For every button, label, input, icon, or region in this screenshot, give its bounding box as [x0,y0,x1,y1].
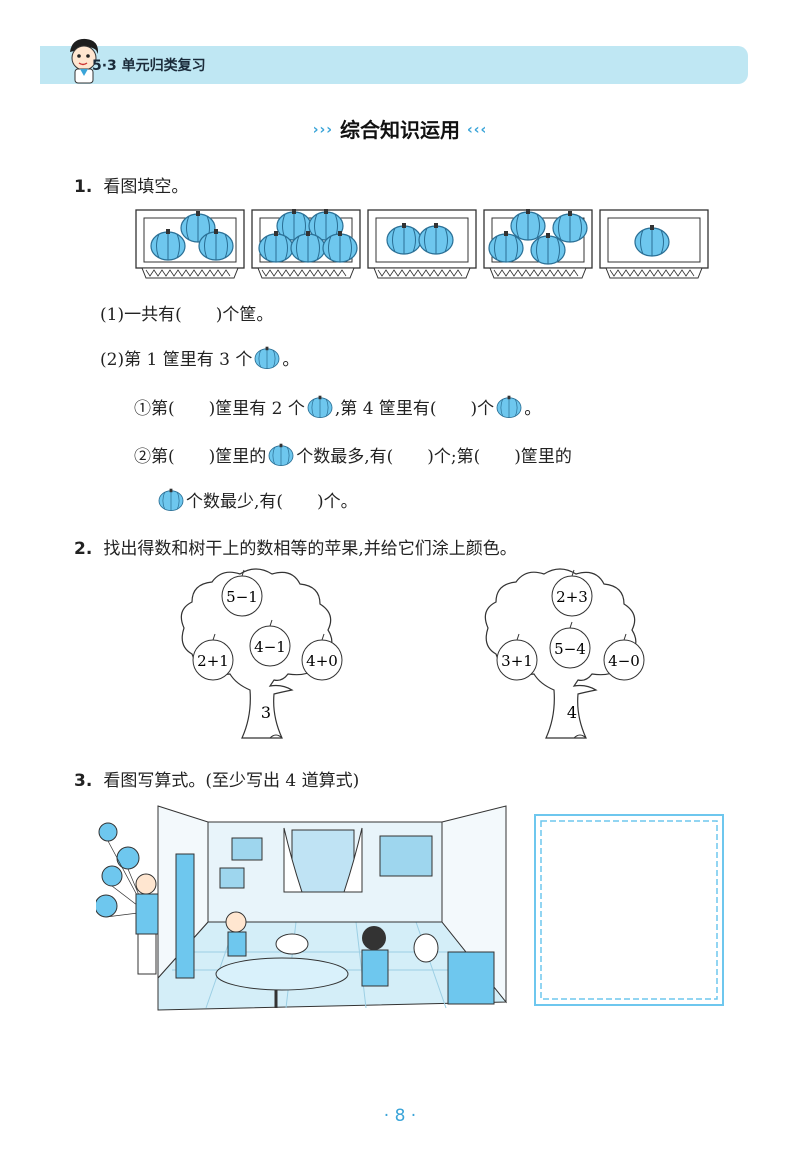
tree-2-apple-3: 3+1 [496,633,538,681]
q1-line-4: ②第( )筐里的 个数最多,有( )个;第( )筐里的 [134,442,572,467]
q1-line-1: (1)一共有( )个筐。 [100,305,274,325]
pumpkin-icon [158,488,184,512]
tree-1-apple-4-label: 4+0 [306,652,338,670]
tree-1-apple-1: 5−1 [221,569,263,617]
answer-box[interactable] [532,812,726,1008]
basket-5 [599,209,709,279]
tree-2-apple-3-label: 3+1 [501,652,533,670]
baskets-illustration [135,208,709,279]
header-band [40,46,748,84]
tree-2-apple-4: 4−0 [603,633,645,681]
pumpkin-icon [268,443,294,467]
section-title-text: 综合知识运用 [340,118,460,142]
apple-tree-2: 2+3 5−4 3+1 4−0 4 [484,568,645,739]
question-1-heading: 1. 看图填空。 [74,172,188,197]
basket-2 [251,208,361,279]
tree-1-apple-2-label: 4−1 [254,638,286,656]
pumpkin-icon [307,395,333,419]
apple-tree-1: 5−1 4−1 2+1 4+0 3 [180,568,343,739]
q1-line-4-text-a: ②第( )筐里的 [134,447,267,467]
q1-line-3: ①第( )筐里有 2 个 ,第 4 筐里有( )个 。 [134,394,541,419]
q1-line-3-text-c: 。 [524,399,542,419]
tree-2-apple-2: 5−4 [549,621,591,669]
header-title: 5·3 单元归类复习 [92,58,206,74]
q1-line-2-text-b: 。 [282,350,300,370]
tree-2-trunk-number: 4 [567,703,577,722]
tree-2-apple-1-label: 2+3 [556,588,588,606]
q1-line-3-text-b: ,第 4 筐里有( )个 [334,399,495,419]
room-scene-illustration [96,805,508,1011]
tree-1-apple-3-label: 2+1 [197,652,229,670]
pumpkin-icon [496,395,522,419]
boy-mascot-icon [70,38,99,84]
basket-3 [367,209,477,279]
question-1-number: 1. [74,177,93,197]
section-title: ››› 综合知识运用 ‹‹‹ [0,114,800,143]
question-2-heading: 2. 找出得数和树干上的数相等的苹果,并给它们涂上颜色。 [74,534,517,559]
tree-1-apple-1-label: 5−1 [226,588,258,606]
tree-2-apple-4-label: 4−0 [608,652,640,670]
q1-line-3-text-a: ①第( )筐里有 2 个 [134,399,305,419]
question-3-heading: 3. 看图写算式。(至少写出 4 道算式) [74,766,359,791]
tree-1-trunk-number: 3 [261,703,271,722]
page-number: · 8 · [383,1106,417,1126]
question-2-text: 找出得数和树干上的数相等的苹果,并给它们涂上颜色。 [103,539,517,559]
tree-2-apple-1: 2+3 [551,569,593,617]
section-arrows-right: ‹‹‹ [466,122,488,138]
q1-line-5-text: 个数最少,有( )个。 [186,492,358,512]
pumpkin-icon [254,346,280,370]
basket-4 [483,208,593,279]
q1-line-4-text-b: 个数最多,有( )个;第( )筐里的 [296,447,572,467]
question-1-text: 看图填空。 [103,177,189,197]
tree-1-apple-2: 4−1 [249,619,291,667]
tree-1-apple-3: 2+1 [192,633,234,681]
q1-line-5: 个数最少,有( )个。 [156,487,358,512]
q1-line-2: (2)第 1 筐里有 3 个 。 [100,345,299,370]
question-2-number: 2. [74,539,93,559]
tree-2-apple-2-label: 5−4 [554,640,586,658]
basket-1 [135,209,245,279]
question-3-number: 3. [74,771,93,791]
question-3-text: 看图写算式。(至少写出 4 道算式) [103,771,360,791]
section-arrows-left: ››› [312,122,334,138]
q1-line-2-text-a: (2)第 1 筐里有 3 个 [100,350,253,370]
tree-1-apple-4: 4+0 [301,633,343,681]
